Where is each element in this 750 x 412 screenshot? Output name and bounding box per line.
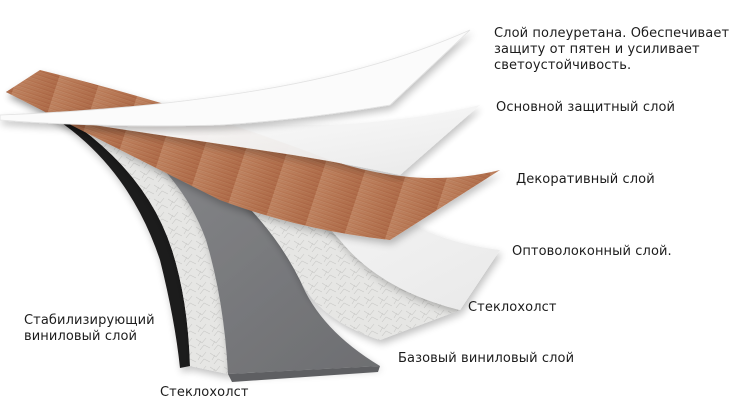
label-base-vinyl-layer: Базовый виниловый слой bbox=[398, 351, 575, 366]
label-fiberglass-bottom: Стеклохолст bbox=[160, 385, 249, 400]
label-fiberglass-top: Стеклохолст bbox=[468, 300, 557, 315]
label-main-protective-layer: Основной защитный слой bbox=[496, 100, 676, 115]
main-protective-layer bbox=[60, 105, 480, 175]
label-polyurethane-layer: Слой полеуретана. Обеспечивает защиту от… bbox=[494, 26, 730, 73]
gray-base-vinyl-layer bbox=[40, 90, 380, 374]
label-stabilizing-vinyl-layer: Стабилизирующий виниловый слой bbox=[24, 313, 155, 344]
fiber-optic-layer bbox=[110, 110, 500, 310]
black-vinyl-layer bbox=[6, 88, 190, 368]
polyurethane-layer bbox=[0, 29, 471, 127]
label-fiber-optic-layer: Оптоволоконный слой. bbox=[512, 244, 672, 259]
fiberglass-top-layer bbox=[70, 98, 460, 340]
label-decorative-layer: Декоративный слой bbox=[516, 172, 655, 187]
